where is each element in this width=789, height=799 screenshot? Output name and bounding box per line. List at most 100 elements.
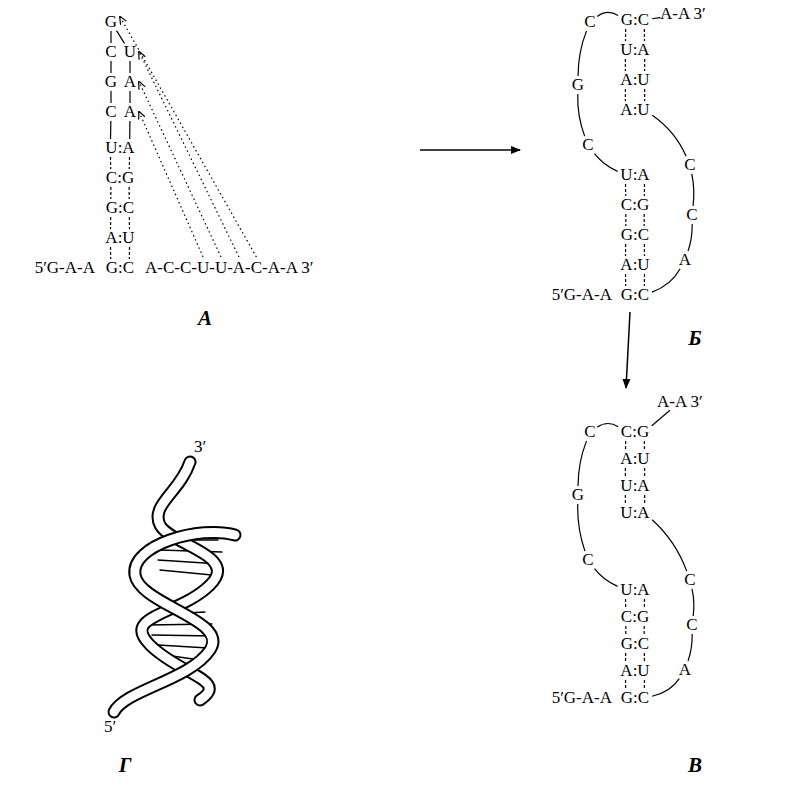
- base-letter: C: [582, 551, 593, 569]
- backbone-line: [129, 121, 130, 139]
- pair-backbone: [625, 599, 626, 608]
- base-letter: U: [124, 43, 136, 61]
- pair-backbone: [625, 184, 626, 196]
- base-letter: A: [679, 251, 691, 269]
- backbone-line: [652, 115, 686, 156]
- base-letter: A: [124, 73, 136, 91]
- step-arrow: [420, 149, 520, 151]
- base-letter: A: [124, 103, 136, 121]
- base-letter: A:U: [620, 662, 649, 680]
- panel-letter: А: [198, 309, 212, 327]
- pair-backbone: [129, 247, 130, 259]
- pair-backbone: [644, 244, 645, 256]
- base-letter: C: [584, 423, 595, 441]
- base-letter: G:C: [106, 199, 134, 217]
- pair-backbone: [644, 653, 645, 662]
- base-letter: A: [679, 661, 691, 679]
- pair-backbone: [129, 217, 130, 229]
- pair-backbone: [644, 184, 645, 196]
- backbone-line: [692, 589, 694, 616]
- base-letter: A:U: [620, 256, 649, 274]
- pairing-arrow: [120, 17, 256, 257]
- pair-backbone: [644, 59, 645, 71]
- pair-backbone: [644, 29, 645, 41]
- base-letter: C: [684, 156, 695, 174]
- backbone-line: [595, 569, 618, 587]
- pair-backbone: [625, 244, 626, 256]
- pair-backbone: [625, 680, 626, 689]
- strand-text: 5′G-A-A: [35, 259, 95, 277]
- backbone-line: [692, 174, 694, 206]
- base-letter: G: [572, 486, 584, 504]
- backbone-line: [597, 423, 618, 427]
- base-letter: C:G: [106, 169, 134, 187]
- pair-backbone: [644, 214, 645, 226]
- ribbon-model: [114, 462, 235, 712]
- pair-backbone: [625, 274, 626, 286]
- base-letter: U:A: [105, 139, 134, 157]
- pair-backbone: [644, 441, 645, 450]
- base-letter: A:U: [105, 229, 134, 247]
- base-letter: G:C: [621, 11, 649, 29]
- base-letter: U:A: [620, 166, 649, 184]
- backbone-line: [688, 224, 692, 251]
- pairing-arrow: [139, 112, 203, 257]
- base-letter: C: [684, 571, 695, 589]
- backbone-line: [652, 269, 680, 292]
- strand-text: A-A 3′: [657, 393, 703, 411]
- base-letter: G: [105, 13, 117, 31]
- base-letter: G: [572, 76, 584, 94]
- pair-backbone: [110, 157, 111, 169]
- pair-backbone: [110, 247, 111, 259]
- strand-text: 5′G-A-A: [552, 689, 612, 707]
- pair-backbone: [644, 599, 645, 608]
- strand-text: 5′G-A-A: [552, 286, 612, 304]
- base-letter: G: [105, 73, 117, 91]
- strand-text: A-C-C-U-U-A-C-A-A 3′: [145, 259, 314, 277]
- pair-backbone: [129, 157, 130, 169]
- panel-letter: Б: [688, 329, 701, 347]
- pair-backbone: [110, 187, 111, 199]
- backbone-line: [652, 410, 670, 425]
- base-letter: G:C: [621, 635, 649, 653]
- backbone-line: [578, 504, 585, 551]
- base-letter: C: [584, 13, 595, 31]
- pairing-arrow: [139, 52, 239, 257]
- pair-backbone: [129, 187, 130, 199]
- base-letter: C: [105, 43, 116, 61]
- pair-backbone: [625, 653, 626, 662]
- backbone-line: [110, 91, 111, 103]
- base-letter: C: [105, 103, 116, 121]
- backbone-line: [652, 679, 679, 697]
- panel-letter: В: [688, 756, 702, 774]
- backbone-line: [652, 520, 687, 571]
- base-letter: C: [686, 616, 697, 634]
- pair-backbone: [625, 89, 626, 101]
- pair-backbone: [625, 468, 626, 477]
- pair-backbone: [644, 468, 645, 477]
- pair-backbone: [625, 29, 626, 41]
- strand-text: 5′: [104, 718, 116, 736]
- pair-backbone: [625, 59, 626, 71]
- base-letter: C: [582, 136, 593, 154]
- base-letter: A:U: [620, 450, 649, 468]
- base-letter: U:A: [620, 581, 649, 599]
- strand-text: 3′: [194, 438, 206, 456]
- base-letter: G:C: [621, 286, 649, 304]
- panel-letter: Г: [119, 756, 132, 774]
- pair-backbone: [625, 626, 626, 635]
- backbone-line: [110, 121, 112, 139]
- backbone-line: [129, 91, 130, 103]
- backbone-line: [652, 18, 660, 19]
- base-letter: G:C: [621, 689, 649, 707]
- step-arrow: [626, 312, 630, 388]
- base-letter: C:G: [621, 196, 649, 214]
- pair-backbone: [625, 214, 626, 226]
- pair-backbone: [625, 495, 626, 504]
- pair-backbone: [644, 274, 645, 286]
- base-letter: G:C: [106, 259, 134, 277]
- pair-backbone: [644, 680, 645, 689]
- backbone-line: [578, 94, 585, 136]
- base-letter: C:G: [621, 608, 649, 626]
- backbone-line: [117, 31, 125, 44]
